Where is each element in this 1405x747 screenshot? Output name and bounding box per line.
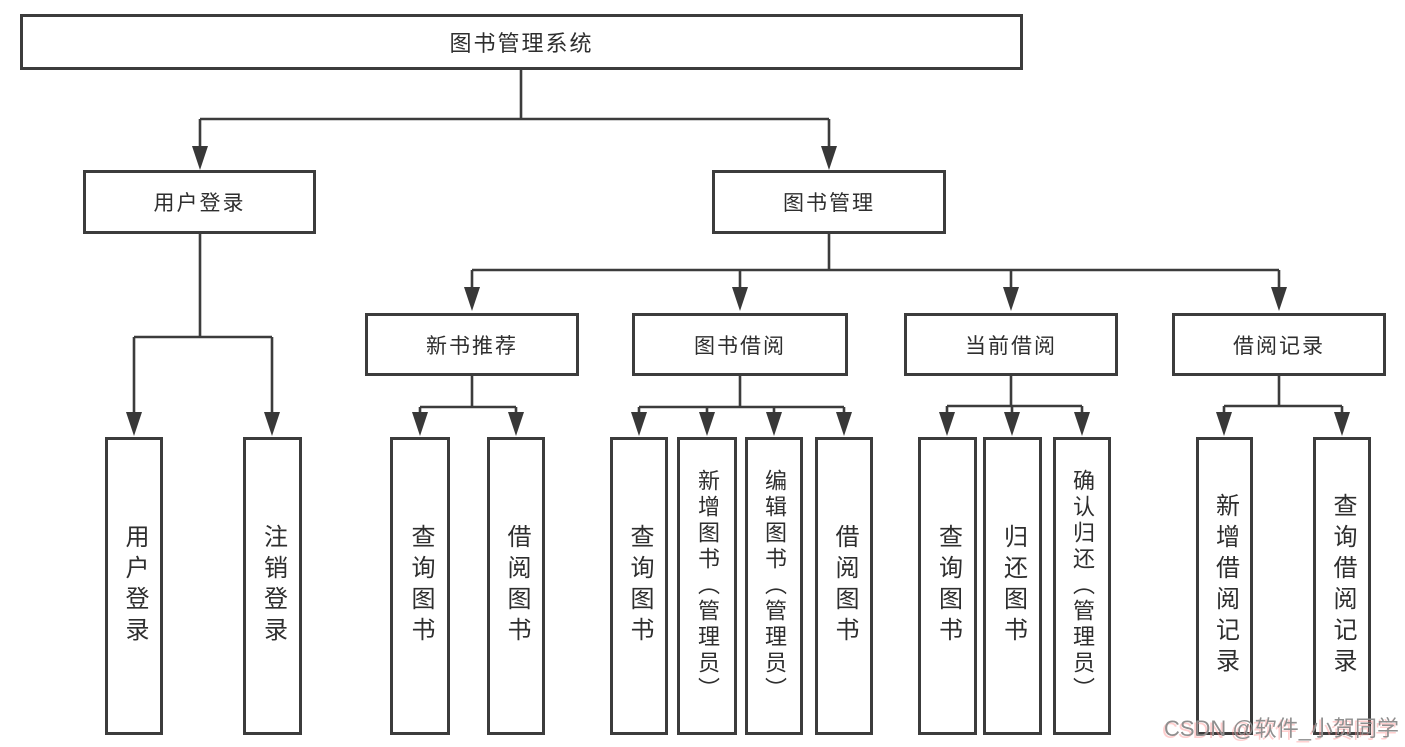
leaf-user-login: 用户登录	[105, 437, 163, 735]
arrowhead-down-icon	[836, 412, 852, 436]
connector-path	[132, 234, 274, 414]
connector-current-borrow-to-leaves	[939, 375, 1090, 436]
csdn-watermark: CSDN @软件_小贺同学	[1163, 716, 1399, 741]
connector-path	[418, 375, 518, 414]
arrowhead-down-icon	[192, 146, 208, 170]
node-user-login: 用户登录	[83, 170, 316, 234]
arrowhead-down-icon	[732, 287, 748, 311]
leaf-bb-query-book: 查询图书	[610, 437, 668, 735]
leaf-nb-query-book: 查询图书	[390, 437, 450, 735]
leaf-cb-confirm-return-admin: 确认归还（管理员）	[1053, 437, 1111, 735]
arrowhead-down-icon	[699, 412, 715, 436]
leaf-br-query-record: 查询借阅记录	[1313, 437, 1371, 735]
arrowhead-down-icon	[1216, 412, 1232, 436]
connector-book-mgmt-to-level3	[464, 234, 1287, 311]
connector-book-borrow-to-leaves	[631, 375, 852, 436]
connector-path	[637, 375, 846, 414]
leaf-logout: 注销登录	[243, 437, 302, 735]
node-book-borrow: 图书借阅	[632, 313, 848, 376]
node-new-book-recommend: 新书推荐	[365, 313, 579, 376]
node-root-system: 图书管理系统	[20, 14, 1023, 70]
arrowhead-down-icon	[412, 412, 428, 436]
arrowhead-down-icon	[508, 412, 524, 436]
arrowhead-down-icon	[821, 146, 837, 170]
arrowhead-down-icon	[1334, 412, 1350, 436]
leaf-br-add-record: 新增借阅记录	[1196, 437, 1253, 735]
leaf-bb-edit-book-admin: 编辑图书（管理员）	[745, 437, 803, 735]
connector-path	[198, 70, 831, 148]
arrowhead-down-icon	[1003, 287, 1019, 311]
arrowhead-down-icon	[1271, 287, 1287, 311]
node-current-borrow: 当前借阅	[904, 313, 1118, 376]
connector-path	[1222, 375, 1344, 414]
connector-new-book-to-leaves	[412, 375, 524, 436]
node-book-management: 图书管理	[712, 170, 946, 234]
node-borrow-record: 借阅记录	[1172, 313, 1386, 376]
leaf-nb-borrow-book: 借阅图书	[487, 437, 545, 735]
arrowhead-down-icon	[766, 412, 782, 436]
connector-path	[470, 234, 1281, 289]
connector-user-login-to-leaves	[126, 234, 280, 436]
arrowhead-down-icon	[126, 412, 142, 436]
arrowhead-down-icon	[1004, 412, 1020, 436]
arrowhead-down-icon	[631, 412, 647, 436]
leaf-bb-add-book-admin: 新增图书（管理员）	[677, 437, 737, 735]
leaf-cb-return-book: 归还图书	[983, 437, 1042, 735]
leaf-cb-query-book: 查询图书	[918, 437, 977, 735]
arrowhead-down-icon	[1074, 412, 1090, 436]
connector-root-to-level2	[192, 70, 837, 170]
arrowhead-down-icon	[264, 412, 280, 436]
arrowhead-down-icon	[939, 412, 955, 436]
connector-borrow-record-to-leaves	[1216, 375, 1350, 436]
arrowhead-down-icon	[464, 287, 480, 311]
connector-path	[945, 375, 1084, 414]
leaf-bb-borrow-book: 借阅图书	[815, 437, 873, 735]
